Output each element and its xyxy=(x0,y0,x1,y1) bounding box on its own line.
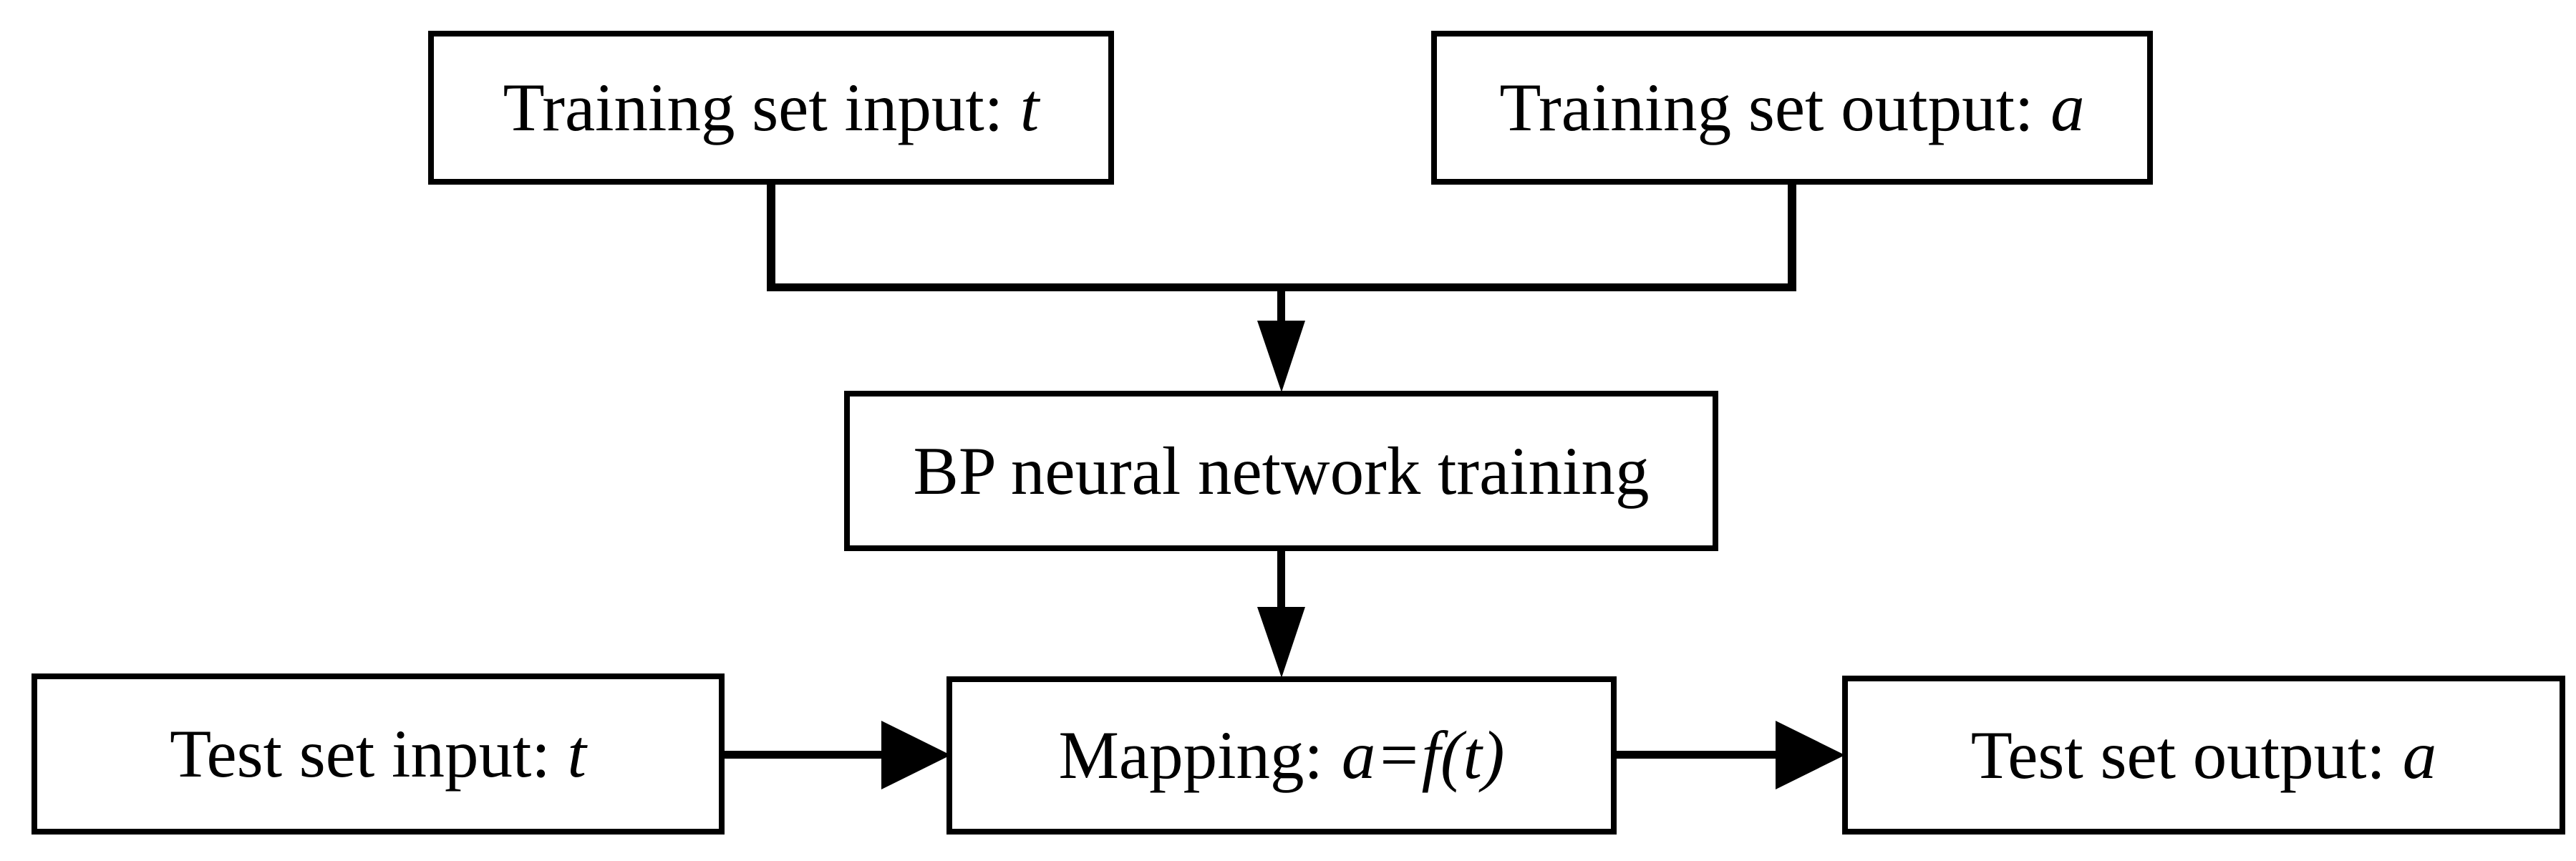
node-variable: a xyxy=(2402,716,2437,793)
node-label: Mapping: xyxy=(1058,717,1323,793)
connector-line-test-input-to-mapping xyxy=(722,751,892,759)
node-label: Test set input: xyxy=(170,716,568,792)
connector-line-bp-to-mapping xyxy=(1277,548,1285,612)
node-formula: a=f(t) xyxy=(1341,717,1505,793)
node-label: Test set output: xyxy=(1970,716,2403,793)
node-label: BP neural network training xyxy=(913,432,1650,509)
connector-line-mapping-to-test-output xyxy=(1614,751,1786,759)
node-variable: a xyxy=(2050,69,2085,145)
node-test-set-output: Test set output: a xyxy=(1842,676,2565,835)
connector-line-merge xyxy=(767,283,1796,291)
connector-line-training-input-drop xyxy=(767,183,775,290)
connector-line-merge-to-bp xyxy=(1277,291,1285,326)
arrowhead-down-icon xyxy=(1257,607,1305,678)
node-variable: t xyxy=(567,716,586,792)
node-variable: t xyxy=(1020,69,1040,145)
arrowhead-right-icon xyxy=(1776,721,1845,789)
node-bp-neural-network-training: BP neural network training xyxy=(844,391,1718,551)
node-mapping: Mapping:a=f(t) xyxy=(946,676,1617,835)
arrowhead-right-icon xyxy=(881,721,951,789)
node-label: Training set output: xyxy=(1499,69,2051,145)
node-label: Training set input: xyxy=(503,69,1020,145)
arrowhead-down-icon xyxy=(1257,321,1305,392)
connector-line-training-output-drop xyxy=(1788,183,1796,290)
node-training-set-input: Training set input: t xyxy=(428,31,1114,185)
node-training-set-output: Training set output: a xyxy=(1431,31,2153,185)
node-test-set-input: Test set input: t xyxy=(32,673,725,835)
